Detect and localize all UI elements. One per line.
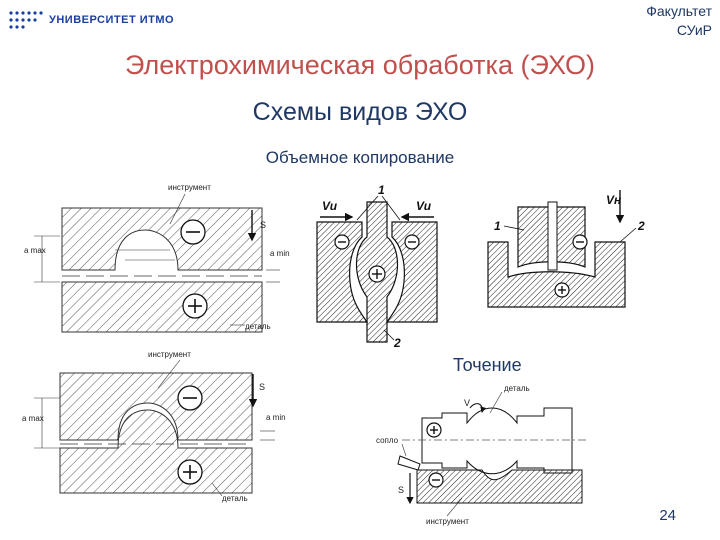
label-instrument: инструмент <box>426 517 469 526</box>
nozzle <box>397 455 421 471</box>
label-s: S <box>259 382 265 392</box>
label-a-max: a max <box>24 246 46 255</box>
label-vu-left: Vu <box>322 199 338 213</box>
label-2: 2 <box>393 336 401 350</box>
label-part: деталь <box>504 384 530 393</box>
figure-volume-copying-1: S a max a min инструмент деталь <box>24 183 290 333</box>
label-s: S <box>398 485 404 495</box>
right-tool-block <box>385 221 438 323</box>
label-a-min: a min <box>270 249 290 258</box>
faculty-label: Факультет СУиР <box>646 2 712 40</box>
university-logo: УНИВЕРСИТЕТ ИТМО <box>8 10 174 30</box>
logo-text: УНИВЕРСИТЕТ ИТМО <box>49 14 175 26</box>
page-number: 24 <box>659 507 676 524</box>
label-instrument: инструмент <box>168 183 211 192</box>
label-part: деталь <box>245 322 271 331</box>
section-heading-turning: Точение <box>453 355 522 375</box>
label-1: 1 <box>378 183 385 197</box>
label-instrument: инструмент <box>148 350 191 359</box>
figure-volume-copying-2: S a max a min инструмент деталь <box>22 350 286 503</box>
electrolyte-channel <box>547 201 558 271</box>
tool-block <box>416 469 583 504</box>
figure-turning: сопло V деталь S инструмент <box>376 384 587 526</box>
label-part: деталь <box>222 494 248 503</box>
label-a-max: a max <box>22 414 44 423</box>
rotation-arrow <box>469 403 487 413</box>
faculty-line-2: СУиР <box>676 22 712 38</box>
figure-volume-copying-3: Vu Vu 1 2 <box>316 183 438 350</box>
tool-block <box>61 207 263 271</box>
slide-subtitle: Схемы видов ЭХО <box>252 98 468 126</box>
label-v: V <box>464 398 470 408</box>
label-1: 1 <box>494 219 501 233</box>
left-tool-block <box>316 221 369 323</box>
section-heading-volume-copying: Объемное копирование <box>265 148 455 167</box>
label-s: S <box>260 220 266 230</box>
itmo-dots-icon <box>9 11 43 29</box>
figure-volume-copying-4: Vн 1 2 <box>487 190 645 308</box>
label-vh: Vн <box>606 193 622 207</box>
shaft-part <box>421 407 573 475</box>
part-block <box>61 281 263 333</box>
faculty-line-1: Факультет <box>646 3 712 19</box>
label-nozzle: сопло <box>376 436 399 445</box>
tool-block <box>59 372 253 441</box>
label-2: 2 <box>637 219 645 233</box>
slide-title: Электрохимическая обработка (ЭХО) <box>124 50 596 80</box>
label-vu-right: Vu <box>416 199 432 213</box>
label-a-min: a min <box>266 413 286 422</box>
part-block <box>59 409 253 494</box>
